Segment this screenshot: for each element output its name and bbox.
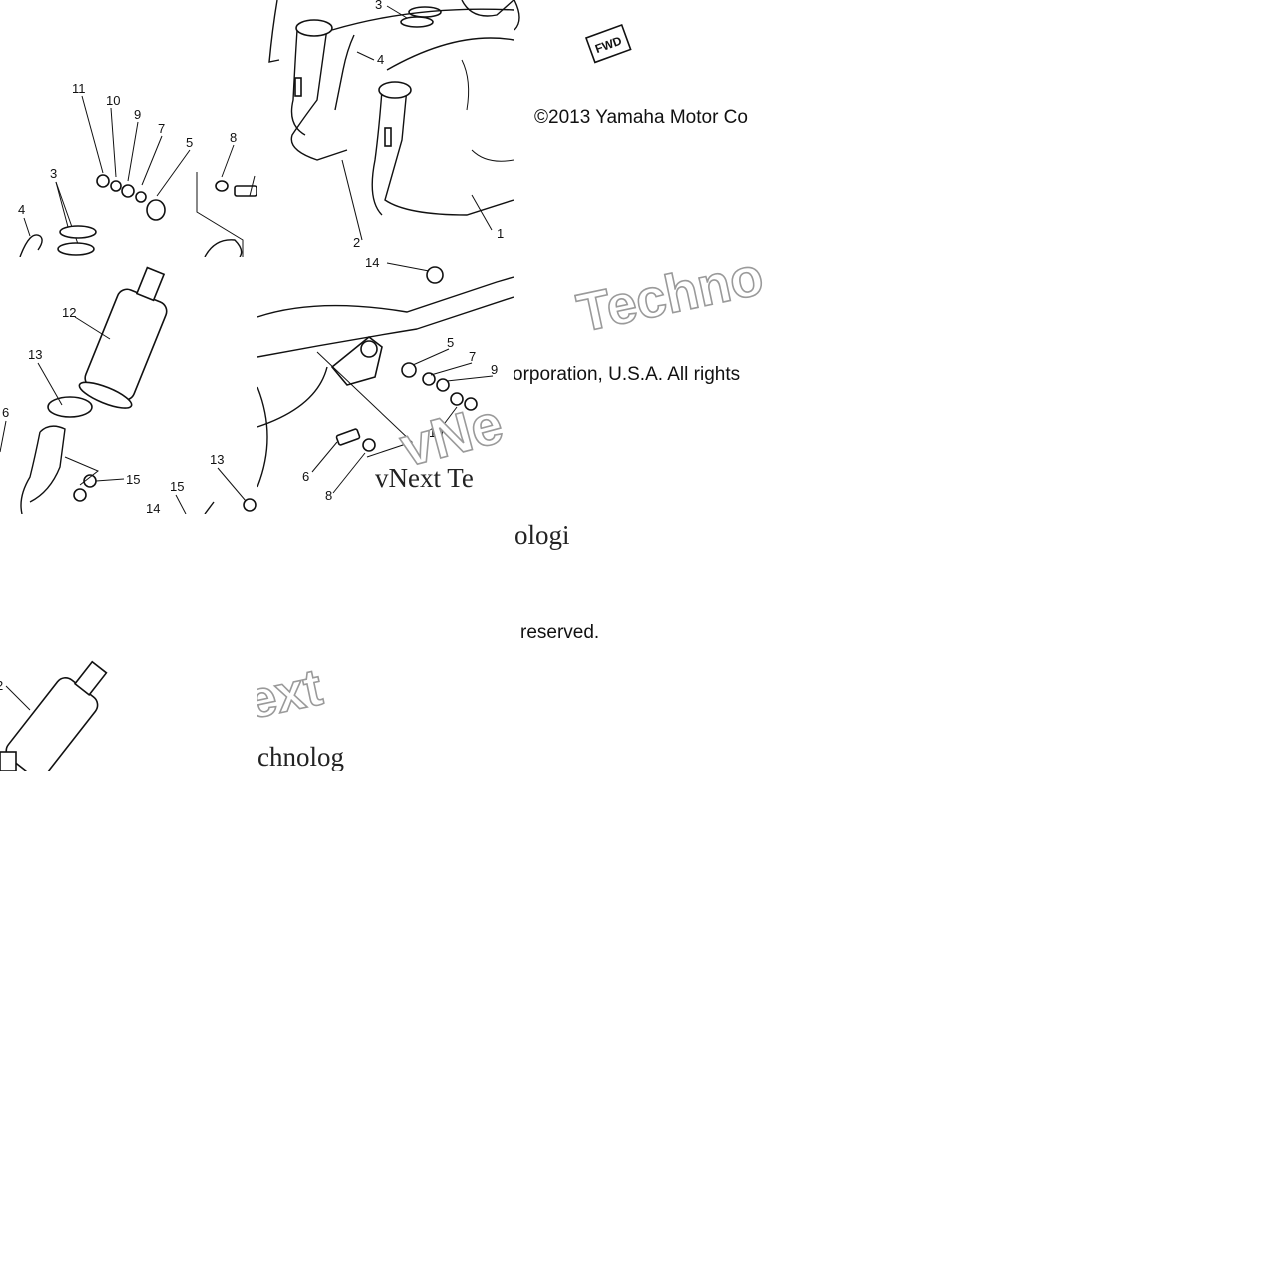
- watermark-techno: Techno: [572, 257, 768, 344]
- callout-6: 6: [2, 405, 9, 420]
- diagram-tile-top-right: FWD ©2013 Yamaha Motor Co: [514, 0, 771, 257]
- damper: [146, 199, 166, 221]
- exhaust-pipe: [29, 425, 66, 503]
- washer: [215, 180, 229, 192]
- washer: [110, 180, 122, 192]
- callout-13-b: 13: [210, 452, 224, 467]
- bracket: [461, 0, 514, 17]
- callout-9: 9: [491, 362, 498, 377]
- watermark-chnolog: chnolog: [257, 742, 344, 771]
- fwd-arrow-icon: [584, 23, 632, 64]
- callout-15: 15: [126, 472, 140, 487]
- muffler: [5, 660, 108, 771]
- diagram-tile-top-middle: 3 4 2 1: [257, 0, 514, 257]
- watermark-ologi: ologi: [514, 520, 570, 550]
- spring: [19, 234, 43, 257]
- watermark-overflow: ologi: [514, 514, 634, 554]
- callout-10: 10: [429, 425, 443, 440]
- diagram-center: 14 5 7 9 10 6 8 vNext Te vNe: [257, 257, 514, 503]
- callout-4: 4: [377, 52, 384, 67]
- callout-7: 7: [158, 121, 165, 136]
- gasket: [400, 16, 434, 28]
- copyright-line-1: ©2013 Yamaha Motor Co: [534, 107, 748, 128]
- nut: [96, 174, 110, 188]
- watermark-vne: vNe: [394, 391, 510, 478]
- callout-11: 11: [72, 81, 86, 96]
- callout-5: 5: [447, 335, 454, 350]
- callout-14: 14: [146, 501, 160, 514]
- copyright-line-3: reserved.: [520, 622, 600, 643]
- callout-3: 3: [375, 0, 382, 12]
- watermark-tile-bottom: ext chnolog: [257, 658, 344, 771]
- callout-4: 4: [18, 202, 25, 217]
- diagram-bottom-left: 2: [0, 660, 108, 771]
- nut: [464, 397, 478, 411]
- watermark-tile: Techno: [571, 257, 769, 345]
- callout-10: 10: [106, 93, 120, 108]
- nut: [426, 266, 444, 284]
- callout-8: 8: [230, 130, 237, 145]
- callout-6: 6: [302, 469, 309, 484]
- diagram-tile-middle-left: 12 13 6 15 14 15 13: [0, 257, 257, 514]
- callout-14: 14: [365, 257, 379, 270]
- copyright-line-2: orporation, U.S.A. All rights: [514, 364, 741, 385]
- callout-3: 3: [50, 166, 57, 181]
- diagram-tile-center: 14 5 7 9 10 6 8 vNext Te vNe: [257, 257, 514, 514]
- diagram-tile-bottom-left: 2: [0, 514, 257, 771]
- watermark-vnext-text: vNext Te: [375, 463, 474, 493]
- fwd-tile: FWD: [514, 0, 632, 64]
- washer: [135, 191, 147, 203]
- callout-5: 5: [186, 135, 193, 150]
- frame-rail: [257, 276, 514, 318]
- callout-13: 13: [28, 347, 42, 362]
- spring: [334, 34, 355, 111]
- diagram-tile-bottom-center: ext chnolog: [257, 514, 377, 771]
- gasket: [47, 396, 93, 418]
- callout-8: 8: [325, 488, 332, 503]
- exhaust-pipe-1: [381, 83, 514, 216]
- callout-7: 7: [469, 349, 476, 364]
- callout-15-b: 15: [170, 479, 184, 494]
- washer: [436, 378, 450, 392]
- spring: [268, 0, 280, 63]
- muffler: [78, 266, 168, 409]
- diagram-top-left: 11 10 9 7 5 8 3 4: [18, 81, 257, 257]
- gasket: [57, 242, 95, 256]
- washer: [121, 184, 135, 198]
- diagram-top-middle: 3 4 2 1: [268, 0, 514, 250]
- washer: [422, 372, 436, 386]
- bolt: [335, 428, 361, 446]
- watermark-ext: ext: [257, 658, 327, 730]
- bolt: [234, 185, 257, 197]
- callout-2: 2: [353, 235, 360, 250]
- washer: [362, 438, 376, 452]
- diagram-tile-top-left: 11 10 9 7 5 8 3 4: [0, 0, 257, 257]
- callout-2: 2: [0, 678, 3, 693]
- callout-1: 1: [497, 226, 504, 241]
- diagram-tile-middle-right: Techno orporation, U.S.A. All rights: [514, 257, 771, 514]
- callout-9: 9: [134, 107, 141, 122]
- diagram-middle-left: 12 13 6 15 14 15 13: [0, 266, 257, 514]
- gasket: [59, 225, 97, 239]
- washer: [401, 362, 417, 378]
- washer: [450, 392, 464, 406]
- callout-12: 12: [62, 305, 76, 320]
